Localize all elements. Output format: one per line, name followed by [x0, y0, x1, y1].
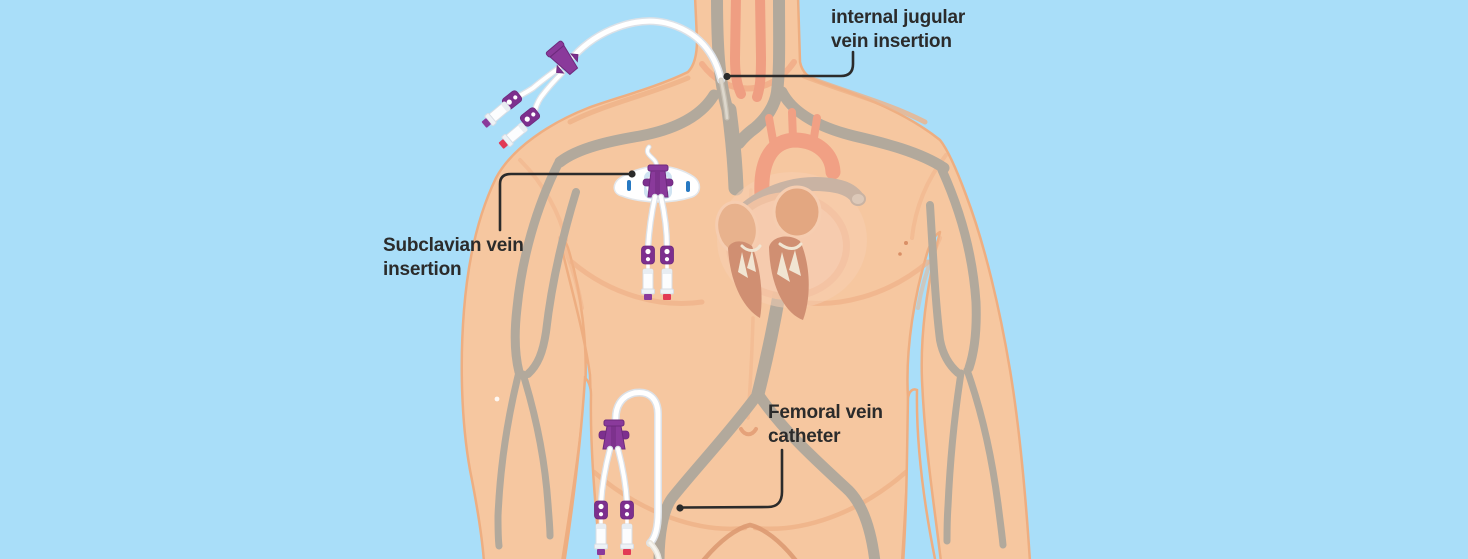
label-line: Femoral vein	[768, 402, 883, 423]
label-internal-jugular: internal jugular vein insertion	[831, 6, 965, 54]
label-subclavian: Subclavian vein insertion	[383, 234, 524, 282]
label-femoral: Femoral vein catheter	[768, 401, 883, 449]
left-atrium	[772, 185, 822, 239]
leader-lines	[498, 50, 855, 512]
label-line: vein insertion	[831, 31, 952, 52]
catheter-clamp	[641, 245, 655, 265]
catheter-clamp	[620, 500, 634, 520]
gap-left-arm-torso	[563, 375, 602, 559]
leader-internal-jugular	[728, 50, 855, 78]
label-line: Subclavian vein	[383, 235, 524, 256]
dressing-mark	[686, 181, 690, 192]
aorta-arch	[754, 132, 841, 203]
catheter-clamp	[660, 245, 674, 265]
femoral-catheter-illustration	[594, 388, 662, 559]
catheter-hub	[602, 425, 626, 450]
label-line: catheter	[768, 426, 841, 447]
leader-dot-femoral	[676, 504, 684, 512]
dressing-mark	[627, 180, 631, 191]
label-line: insertion	[383, 259, 462, 280]
catheter-clamp	[594, 500, 608, 520]
gap-right-arm-torso	[902, 388, 937, 559]
veins	[494, 0, 1007, 559]
pulmonary-artery	[740, 177, 865, 215]
leader-dot-subclavian	[628, 170, 636, 178]
label-line: internal jugular	[831, 7, 966, 28]
catheter-hub	[647, 170, 669, 198]
jugular-catheter-illustration	[479, 17, 730, 152]
subclavian-catheter-illustration	[613, 144, 701, 301]
heart-illustration	[715, 108, 867, 320]
leader-femoral	[681, 448, 784, 509]
catheter-hub	[545, 40, 579, 76]
leader-dot-internal-jugular	[723, 72, 731, 81]
leader-subclavian	[498, 172, 630, 232]
